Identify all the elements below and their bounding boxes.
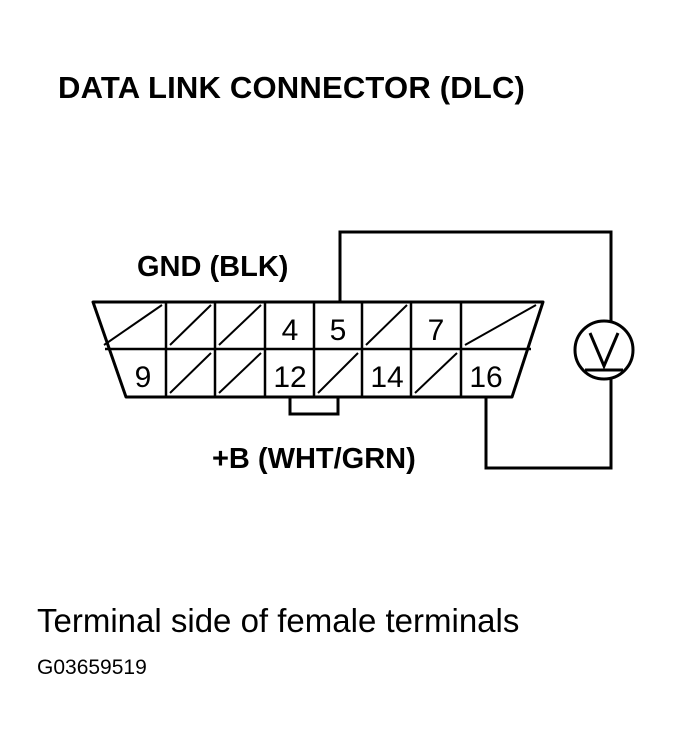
pin-16-label: 16 <box>469 361 502 394</box>
gnd-wire <box>338 230 613 322</box>
pin-5-label: 5 <box>330 314 347 347</box>
diagram-title: DATA LINK CONNECTOR (DLC) <box>58 70 526 105</box>
figure-id: G03659519 <box>37 656 147 679</box>
pin-7-label: 7 <box>428 314 445 347</box>
battery-wire <box>484 378 613 470</box>
battery-label: +B (WHT/GRN) <box>212 443 416 475</box>
pin-4-label: 4 <box>282 314 299 347</box>
pin-12-label: 12 <box>273 361 306 394</box>
dlc-connector <box>91 300 545 416</box>
gnd-label: GND (BLK) <box>137 251 288 283</box>
diagram-caption: Terminal side of female terminals <box>37 602 520 639</box>
voltmeter-icon <box>573 319 635 381</box>
pin-9-label: 9 <box>135 361 152 394</box>
pin-14-label: 14 <box>370 361 403 394</box>
